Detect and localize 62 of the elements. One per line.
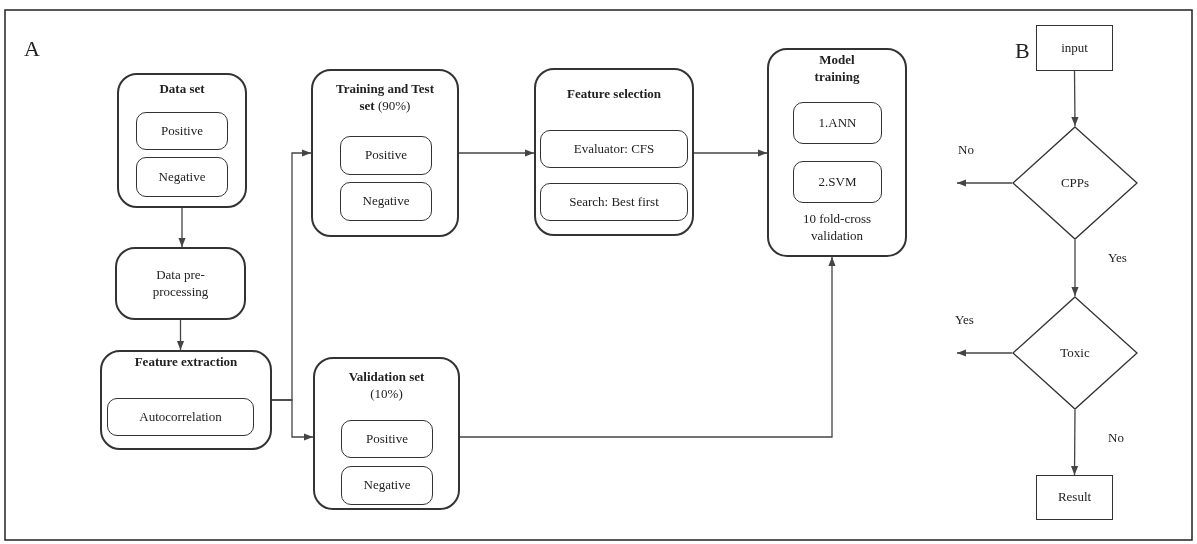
- decision-diamond: [1012, 296, 1138, 410]
- item-box: [136, 157, 228, 197]
- box-text: 2.SVM: [817, 173, 858, 191]
- process-box: [311, 69, 459, 237]
- box-text: Data pre-processing: [151, 266, 210, 301]
- box-text: Negative: [362, 477, 412, 494]
- item-box: [793, 102, 882, 144]
- box-heading: Feature extraction: [133, 354, 239, 371]
- terminal-box: [1036, 25, 1113, 71]
- box-heading: Feature selection: [566, 86, 662, 103]
- item-box: [793, 161, 882, 203]
- process-box: [313, 357, 460, 510]
- edge-label: No: [958, 142, 974, 158]
- panel-letter: B: [1015, 38, 1030, 64]
- arrow: [693, 149, 768, 157]
- box-text: Negative: [361, 193, 411, 210]
- item-box: [340, 182, 432, 221]
- box-text: Negative: [157, 168, 207, 186]
- panel-letter: A: [24, 36, 40, 62]
- box-heading: Validation set (10%): [347, 369, 426, 403]
- arrow: [271, 399, 314, 441]
- box-text: CPPs: [1059, 174, 1091, 192]
- arrow: [956, 179, 1013, 187]
- box-text: Evaluator: CFS: [572, 140, 656, 158]
- box-text: Search: Best first: [568, 193, 660, 211]
- box-text: Result: [1056, 489, 1093, 506]
- arrow: [178, 207, 186, 248]
- arrow: [1071, 239, 1079, 297]
- box-heading: Model training: [813, 52, 861, 86]
- box-heading: Data set: [158, 81, 206, 98]
- box-note: 10 fold-cross validation: [801, 211, 873, 245]
- edge-label: No: [1108, 430, 1124, 446]
- box-heading: Training and Test set (90%): [335, 81, 435, 115]
- process-box: [117, 73, 247, 208]
- item-box: [341, 420, 433, 458]
- box-text: 1.ANN: [817, 114, 858, 132]
- edge-label: Yes: [955, 312, 974, 328]
- process-box: [115, 247, 246, 320]
- arrow: [1071, 70, 1079, 127]
- arrow: [956, 349, 1013, 357]
- box-text: Positive: [365, 430, 409, 448]
- arrow: [1070, 409, 1079, 476]
- item-box: [107, 398, 254, 436]
- item-box: [341, 466, 433, 505]
- arrow: [459, 256, 836, 438]
- box-text: Autocorrelation: [138, 408, 223, 426]
- process-box: [100, 350, 272, 450]
- arrow: [458, 149, 535, 157]
- item-box: [340, 136, 432, 175]
- item-box: [540, 183, 688, 221]
- terminal-box: [1036, 475, 1113, 520]
- process-box: [767, 48, 907, 257]
- box-text: input: [1060, 39, 1089, 57]
- box-text: Toxic: [1059, 344, 1091, 362]
- box-text: Positive: [160, 122, 204, 140]
- item-box: [540, 130, 688, 168]
- decision-diamond: [1012, 126, 1138, 240]
- edge-label: Yes: [1108, 250, 1127, 266]
- arrow: [176, 319, 185, 351]
- item-box: [136, 112, 228, 150]
- process-box: [534, 68, 694, 236]
- box-text: Positive: [364, 147, 408, 164]
